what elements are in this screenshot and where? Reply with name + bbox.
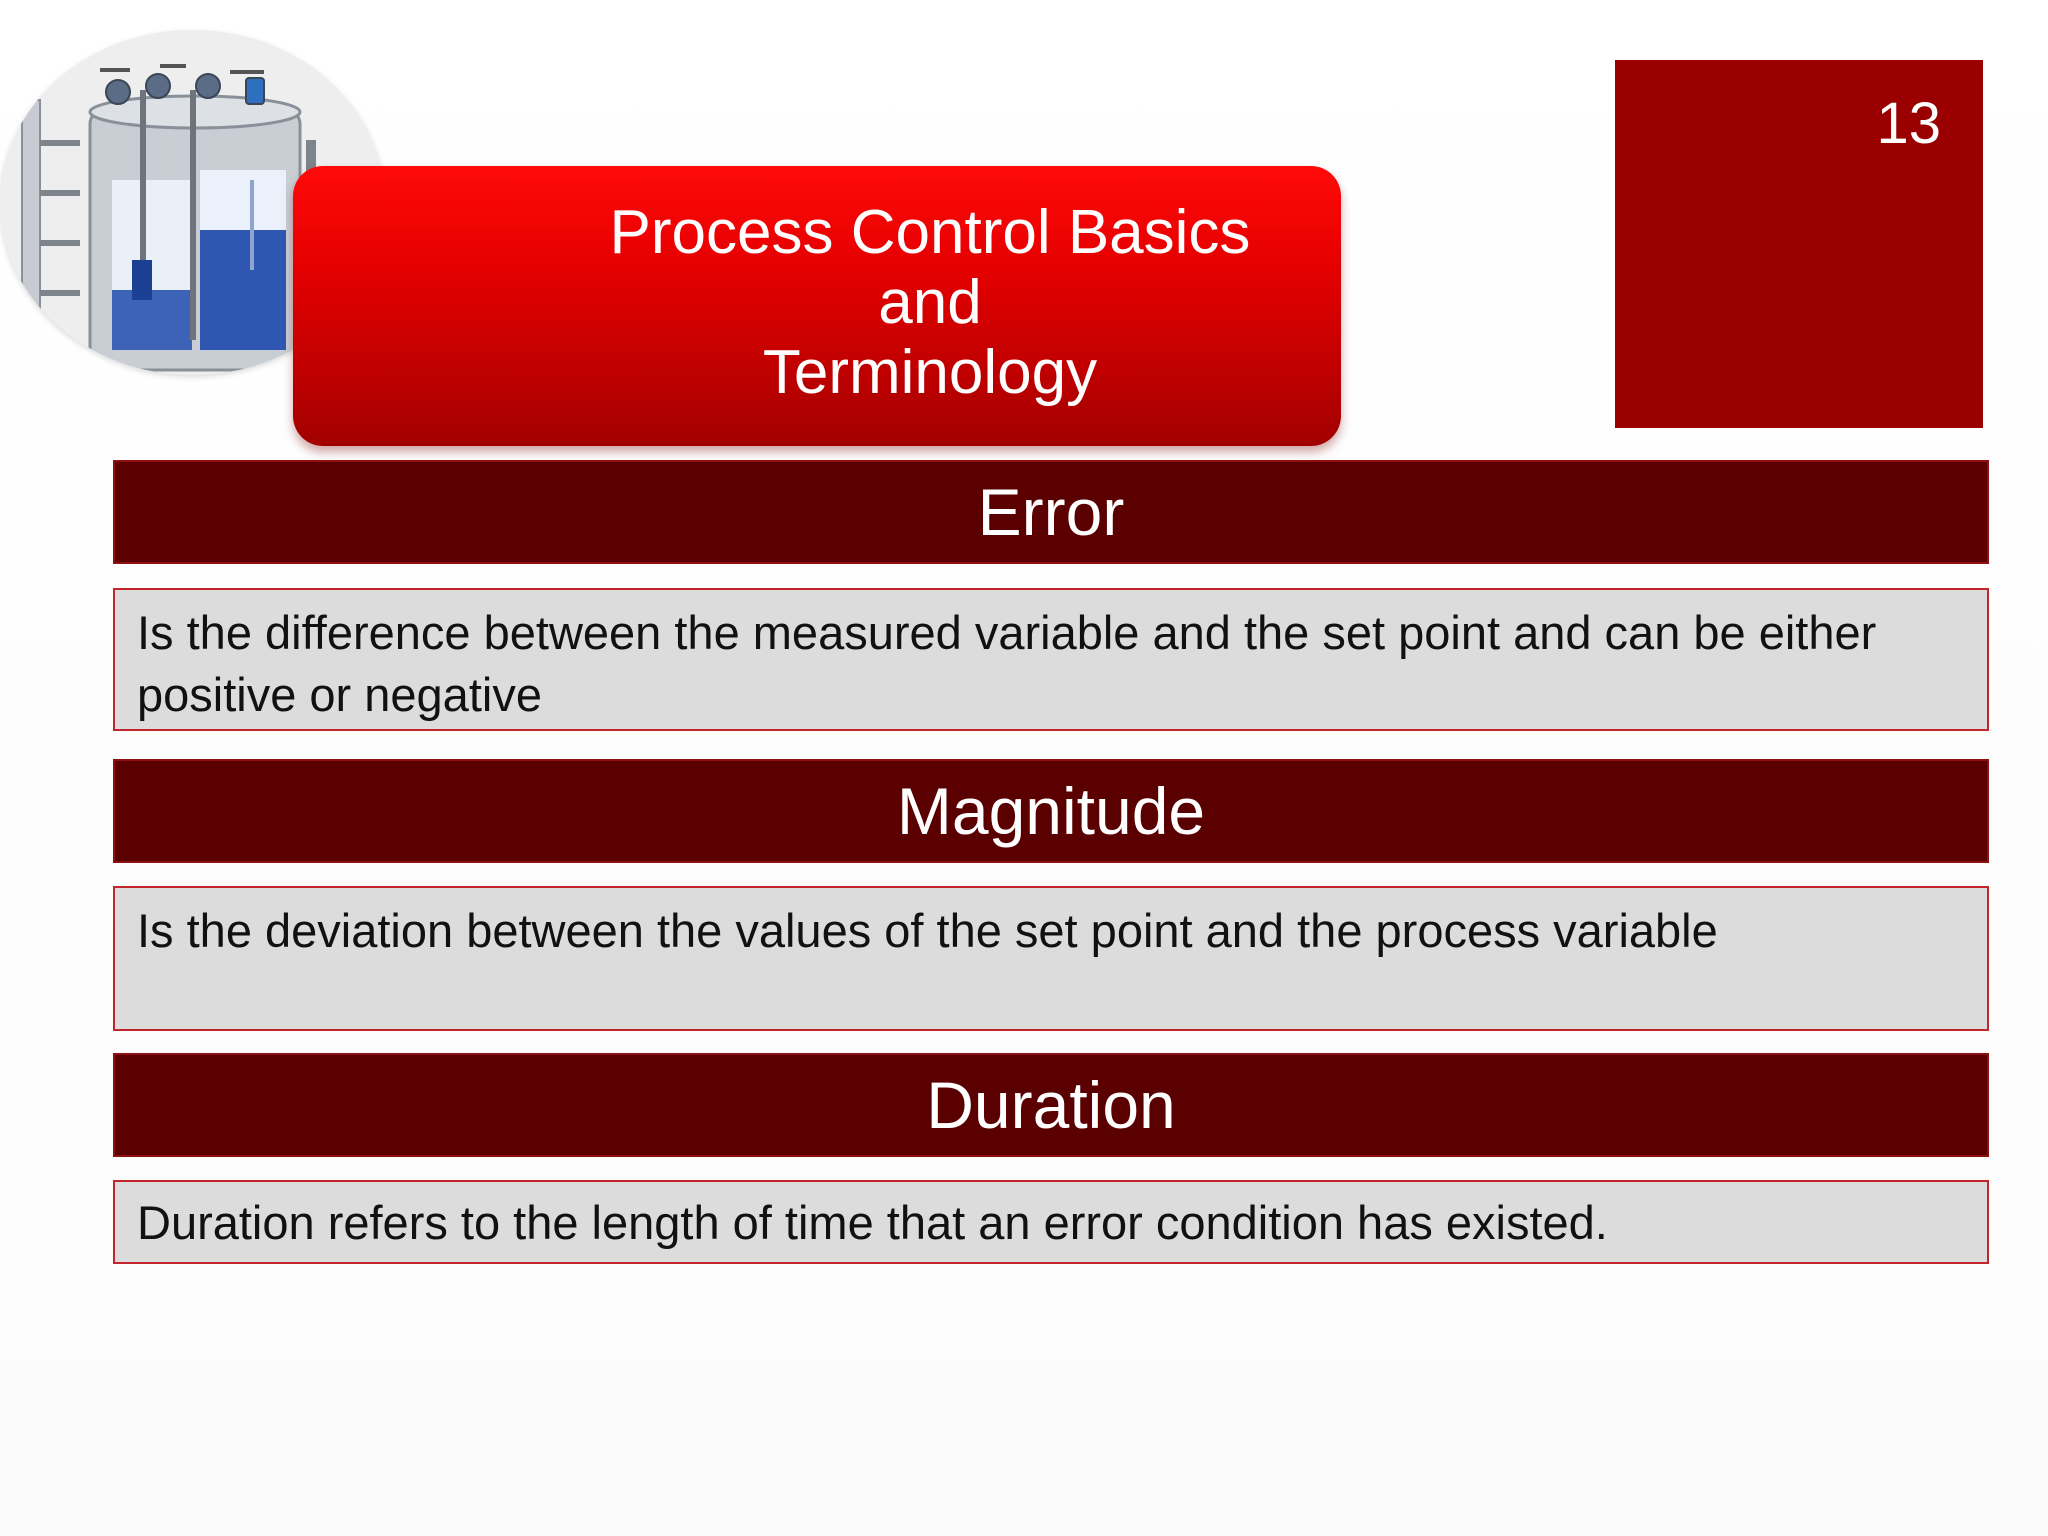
slide-title-line-2: and: [878, 268, 982, 337]
term-definition-error: Is the difference between the measured v…: [113, 588, 1989, 731]
slide-title: Process Control Basics and Terminology: [520, 198, 1340, 408]
term-definition-magnitude: Is the deviation between the values of t…: [113, 886, 1989, 1031]
slide-title-line-3: Terminology: [762, 338, 1098, 407]
page-number-box: 13: [1615, 60, 1983, 428]
term-heading-duration: Duration: [113, 1053, 1989, 1157]
term-heading-magnitude: Magnitude: [113, 759, 1989, 863]
term-heading-error: Error: [113, 460, 1989, 564]
slide-title-line-1: Process Control Basics: [609, 198, 1251, 267]
page-number: 13: [1876, 91, 1941, 156]
title-banner: [293, 166, 1341, 446]
term-definition-duration: Duration refers to the length of time th…: [113, 1180, 1989, 1264]
